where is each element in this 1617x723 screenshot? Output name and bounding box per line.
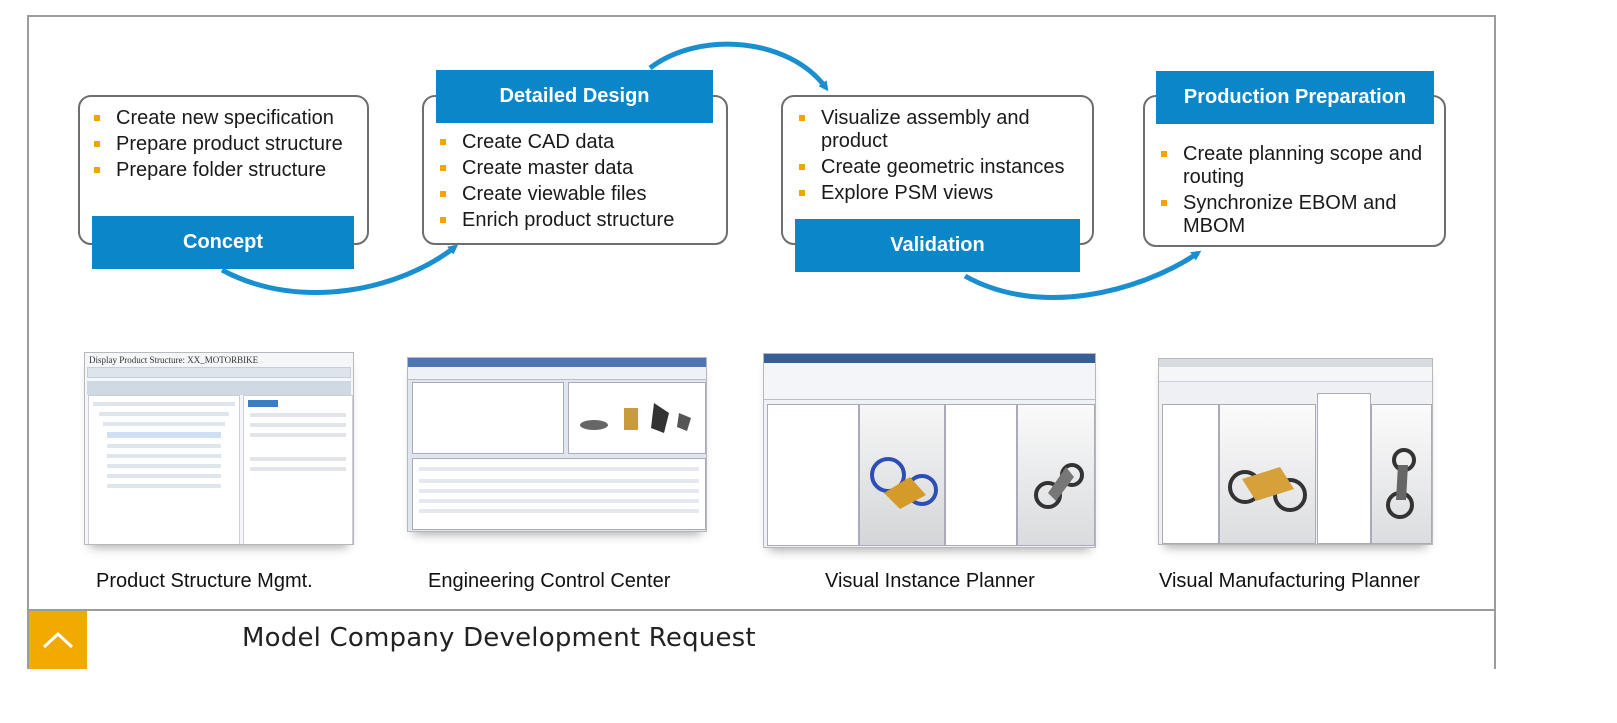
product-structure-screenshot: Display Product Structure: XX_MOTORBIKE [84,352,354,545]
stage-design-list: Create CAD data Create master data Creat… [438,131,714,232]
stage-design-banner: Detailed Design [436,70,713,123]
viewport-right [1371,404,1432,544]
ribbon [764,363,1095,400]
tool-caption-visual-instance-planner: Visual Instance Planner [825,570,1035,592]
list-item: Prepare folder structure [92,159,355,182]
engineering-control-center-screenshot [407,357,707,532]
tree-panel [1162,404,1219,544]
detail-panel [243,395,353,544]
scroll-up-button[interactable] [29,611,87,669]
list-item: Enrich product structure [438,209,714,232]
window-title: Display Product Structure: XX_MOTORBIKE [89,355,259,365]
folder-tree [412,382,564,454]
footer-title: Model Company Development Request [242,623,756,653]
title-bar [1159,359,1432,367]
toolbar [1159,367,1432,382]
list-item: Visualize assembly and product [797,107,1051,153]
structure-panel [767,404,859,546]
toolbar [87,367,351,378]
viewport-right [1017,404,1095,546]
chevron-up-icon [42,631,74,649]
list-item: Create viewable files [438,183,714,206]
stage-concept-banner: Concept [92,216,354,269]
list-item: Create CAD data [438,131,714,154]
stage-production-list: Create planning scope and routing Synchr… [1159,143,1432,238]
list-item: Create geometric instances [797,156,1080,179]
title-bar [764,354,1095,363]
stage-concept-list: Create new specification Prepare product… [92,107,355,182]
list-item: Create new specification [92,107,355,130]
viewport-left [1219,404,1316,544]
footer-bar: Model Company Development Request [29,609,1494,669]
viewport-left [859,404,945,546]
title-bar [408,358,706,367]
structure-panel [1317,393,1371,544]
stage-validation-banner: Validation [795,219,1080,272]
list-item: Create master data [438,157,714,180]
visual-instance-planner-screenshot [763,353,1096,548]
stage-production-banner: Production Preparation [1156,71,1434,124]
structure-panel-right [945,404,1017,546]
visual-manufacturing-planner-screenshot [1158,358,1433,545]
stage-validation-list: Visualize assembly and product Create ge… [797,107,1080,205]
toolbar [408,367,706,380]
tool-caption-engineering-control-center: Engineering Control Center [428,570,671,592]
list-item: Explore PSM views [797,182,1080,205]
document-list [412,458,706,530]
tree-panel [88,395,240,544]
tool-caption-product-structure: Product Structure Mgmt. [96,570,313,592]
tool-caption-visual-manufacturing-planner: Visual Manufacturing Planner [1159,570,1420,592]
list-item: Prepare product structure [92,133,355,156]
header-strip [87,381,351,395]
list-item: Synchronize EBOM and MBOM [1159,192,1423,238]
list-item: Create planning scope and routing [1159,143,1445,189]
preview-panel [568,382,706,454]
